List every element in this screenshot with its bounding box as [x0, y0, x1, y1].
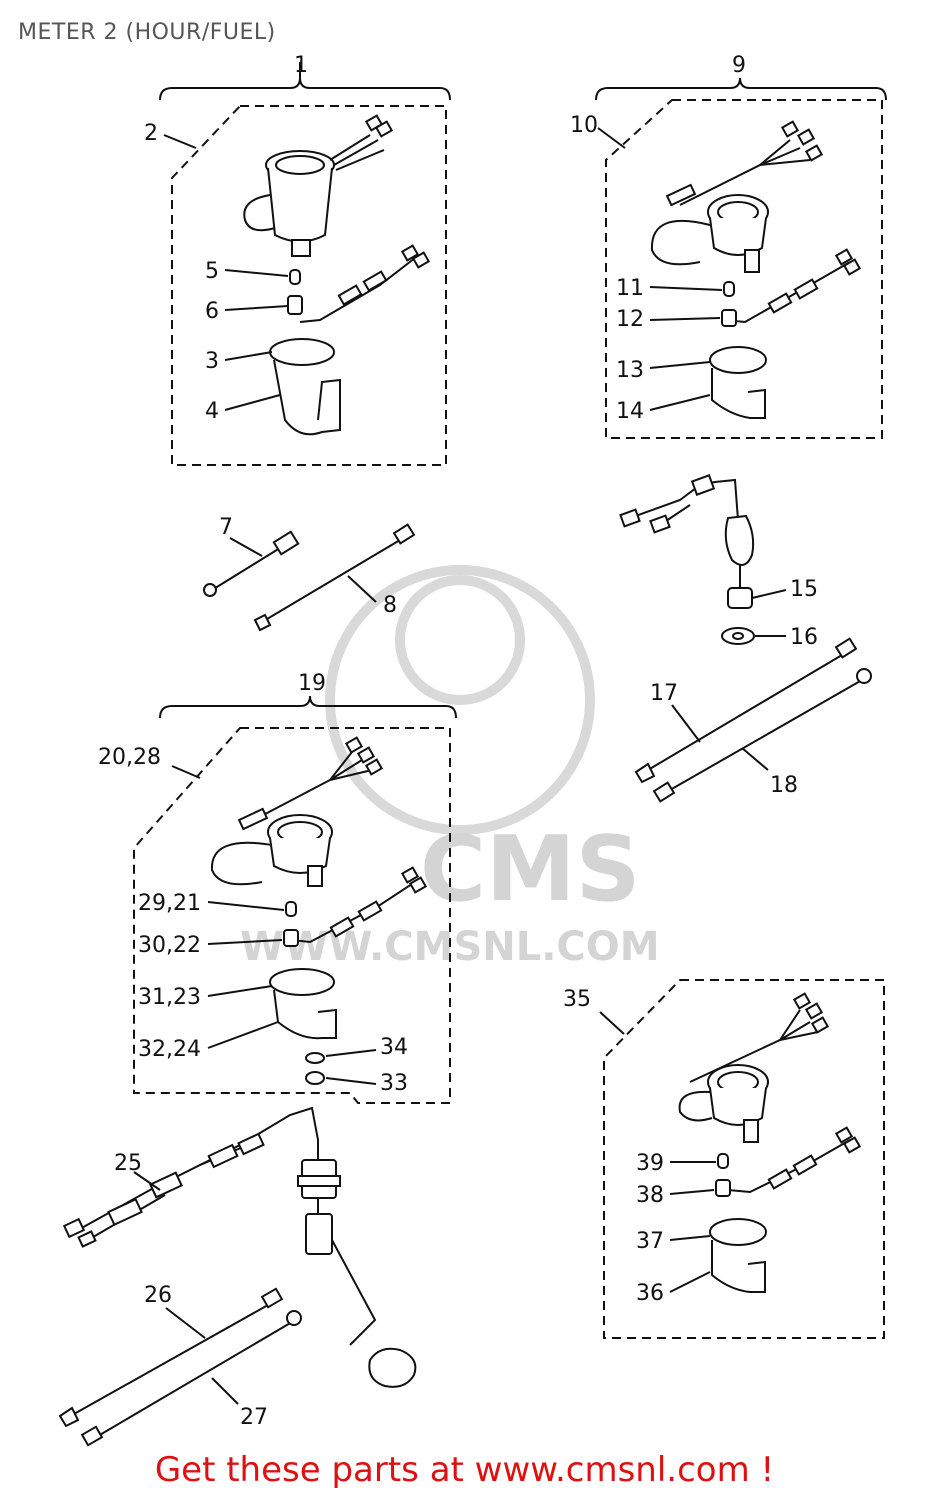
hour-meter-body	[243, 114, 394, 257]
callout-7: 7	[219, 515, 233, 540]
callout-18: 18	[770, 773, 798, 798]
callout-13: 13	[616, 358, 644, 383]
callout-31-23: 31,23	[138, 985, 201, 1010]
callout-33: 33	[380, 1071, 408, 1096]
callout-27: 27	[240, 1405, 268, 1430]
diagram-title: METER 2 (HOUR/FUEL)	[18, 20, 276, 45]
float	[368, 1347, 417, 1388]
callout-19: 19	[298, 671, 326, 696]
callout-15: 15	[790, 577, 818, 602]
fuel-sender-25: 25	[62, 1106, 417, 1388]
callout-38: 38	[636, 1183, 664, 1208]
callout-34: 34	[380, 1035, 408, 1060]
cables-26-27: 26 27	[58, 1283, 302, 1447]
footer-promo-link[interactable]: Get these parts at www.cmsnl.com !	[154, 1450, 775, 1490]
callout-2: 2	[144, 121, 158, 146]
callout-32-24: 32,24	[138, 1037, 201, 1062]
callout-11: 11	[616, 276, 644, 301]
cables-17-18: 17 18	[634, 637, 872, 803]
callout-9: 9	[732, 53, 746, 78]
callout-29-21: 29,21	[138, 891, 201, 916]
bulb-socket	[287, 295, 303, 315]
callout-6: 6	[205, 299, 219, 324]
callout-17: 17	[650, 681, 678, 706]
callout-14: 14	[616, 399, 644, 424]
callout-10: 10	[570, 113, 598, 138]
callout-5: 5	[205, 259, 219, 284]
callout-16: 16	[790, 625, 818, 650]
callout-37: 37	[636, 1229, 664, 1254]
cables-7-8: 7 8	[203, 515, 416, 632]
washer	[721, 627, 755, 645]
watermark-brand: CMS	[420, 817, 640, 922]
callout-20-28: 20,28	[98, 745, 161, 770]
callout-4: 4	[205, 399, 219, 424]
group-fuel-meter-assy: 9 10 11 12 13 14	[570, 53, 887, 439]
callout-26: 26	[144, 1283, 172, 1308]
callout-30-22: 30,22	[138, 933, 201, 958]
callout-1: 1	[294, 53, 308, 78]
group-hour-meter-assy: 1 2 5 6 3 4	[144, 53, 451, 466]
fuel-sender-15: 15 16	[619, 474, 818, 650]
callout-39: 39	[636, 1151, 664, 1176]
callout-3: 3	[205, 349, 219, 374]
meter-bracket	[273, 359, 341, 436]
group-meter-assy-35: 35 39 38 37 36	[563, 979, 885, 1339]
group-meter-assy-19: 19 20,28 29,21 30,22 31,23 32,24 34 33	[98, 671, 457, 1104]
callout-8: 8	[383, 593, 397, 618]
callout-25: 25	[114, 1151, 142, 1176]
callout-36: 36	[636, 1281, 664, 1306]
callout-35: 35	[563, 987, 591, 1012]
bulb	[289, 269, 301, 285]
meter-ring	[269, 338, 335, 366]
callout-12: 12	[616, 307, 644, 332]
